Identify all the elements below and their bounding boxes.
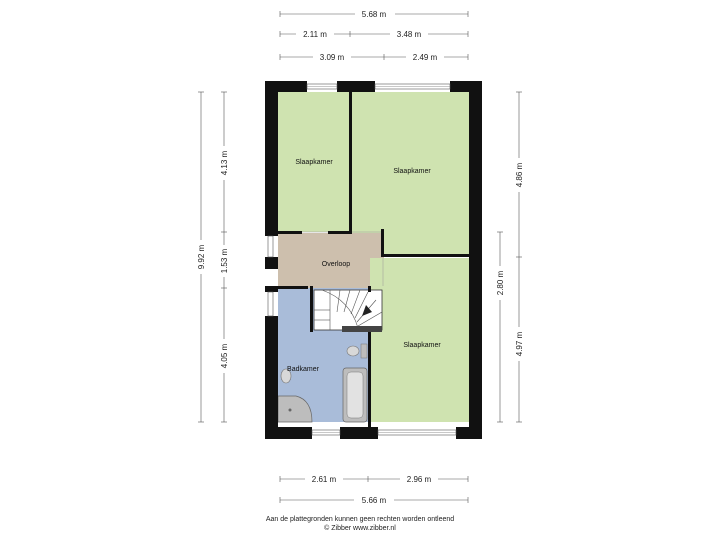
stair-direction-arrow-icon [362,305,372,316]
dim-top-row2-left: 2.11 m [303,30,327,39]
staircase [313,289,383,332]
doors [302,231,384,286]
dim-bottom-total: 5.66 m [362,496,387,505]
walls [265,81,482,439]
room-bedroom-top-left [278,92,350,232]
dim-top-row3-left: 3.09 m [320,53,345,62]
window-glazing-lines [307,86,456,433]
label-bathroom: Badkamer [287,366,320,373]
footer-copyright: © Zibber www.zibber.nl [324,525,396,532]
dim-top-total: 5.68 m [362,10,387,19]
room-bedroom-bottom-right [370,258,470,422]
label-bedroom-top-left: Slaapkamer [295,159,333,166]
right-dimensions [497,91,522,423]
shower-tray [277,395,313,423]
dim-right-bottom: 4.97 m [515,331,524,356]
room-landing [278,233,384,288]
label-landing: Overloop [322,261,351,268]
dim-top-row2-right: 3.48 m [397,30,422,39]
washbasin [280,368,292,384]
toilet [346,345,360,357]
dim-left-bottom: 4.05 m [220,343,229,368]
dim-bottom-right: 2.96 m [407,475,432,484]
dim-left-mid: 1.53 m [220,248,229,273]
dim-right-mid: 2.80 m [496,270,505,295]
dim-left-total: 9.92 m [197,244,206,269]
dim-top-row3-right: 2.49 m [413,53,438,62]
dim-left-top: 4.13 m [220,150,229,175]
footer-disclaimer: Aan de plattegronden kunnen geen rechten… [265,516,455,523]
dim-bottom-left: 2.61 m [312,475,337,484]
label-bedroom-bottom-right: Slaapkamer [403,342,441,349]
window-left-lower [267,291,274,317]
window-left [267,235,274,258]
dim-right-top: 4.86 m [515,162,524,187]
bathroom-fixtures [277,343,368,423]
room-bedroom-top-right [352,92,470,255]
label-bedroom-top-right: Slaapkamer [393,168,431,175]
